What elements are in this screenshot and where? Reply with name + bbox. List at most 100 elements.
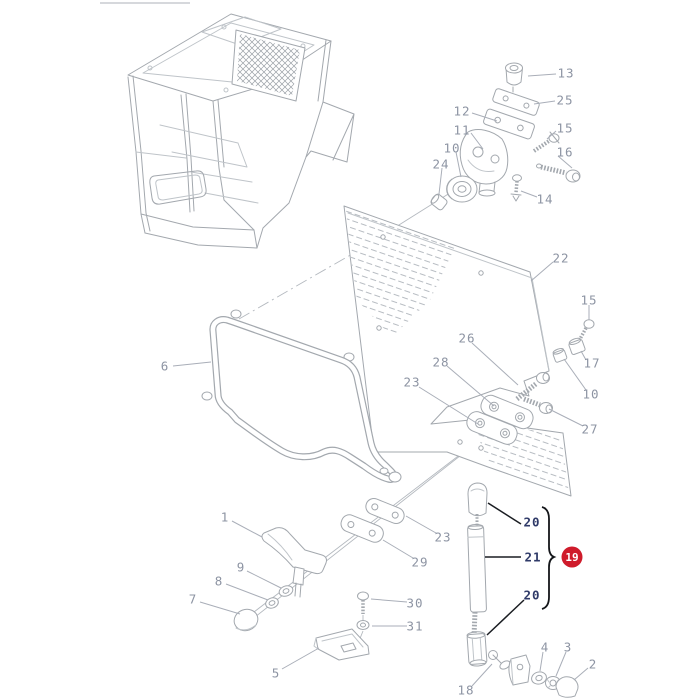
right-fasteners xyxy=(552,319,595,363)
screw-14 xyxy=(510,174,522,202)
knob-7 xyxy=(233,608,259,632)
leader-line-3 xyxy=(555,651,567,677)
callout-30-bolt: 30 xyxy=(370,596,423,611)
callout-label-26: 26 xyxy=(458,331,475,346)
leader-line-11 xyxy=(470,132,484,150)
callout-16-bolt-long: 16 xyxy=(556,145,573,169)
hinge-cluster xyxy=(430,62,581,211)
callout-28-link-plate-upper: 28 xyxy=(432,355,495,407)
leader-line-2 xyxy=(573,667,589,681)
bolt-26 xyxy=(515,372,550,401)
plate-25 xyxy=(492,88,540,116)
strut-end-fitting-bottom xyxy=(466,631,488,667)
leader-line-8 xyxy=(225,583,269,601)
callout-14-screw-small: 14 xyxy=(520,190,553,207)
callout-2-cap: 2 xyxy=(573,657,596,681)
link-plate-23 xyxy=(466,411,518,445)
callout-9-washer: 9 xyxy=(237,560,282,589)
leader-line-30 xyxy=(370,598,408,603)
callout-29-plate: 29 xyxy=(382,539,428,570)
leader-line-24 xyxy=(438,167,443,195)
leader-line-9 xyxy=(246,570,282,589)
leader-line-25 xyxy=(533,100,556,105)
callout-22-rear-glass: 22 xyxy=(530,251,569,282)
leader-line-20 xyxy=(487,502,522,525)
leader-line-7 xyxy=(199,601,241,615)
cap-2 xyxy=(555,676,579,698)
callout-label-27: 27 xyxy=(581,422,598,437)
callout-label-15: 15 xyxy=(580,293,597,308)
callout-8-nut: 8 xyxy=(215,574,269,601)
callout-label-30: 30 xyxy=(406,596,423,611)
callout-17-cap-nut: 17 xyxy=(580,350,600,371)
callout-label-3: 3 xyxy=(564,640,573,655)
plate-23-bl xyxy=(365,498,405,524)
callout-label-18: 18 xyxy=(457,683,474,698)
callout-label-29: 29 xyxy=(411,555,428,570)
bushing-24 xyxy=(430,193,448,211)
leader-line-10 xyxy=(455,151,462,178)
cap-nut-17 xyxy=(568,337,586,355)
callout-label-13: 13 xyxy=(557,66,574,81)
callout-label-10: 10 xyxy=(582,387,599,402)
leader-line-4 xyxy=(539,651,544,672)
hinge-bracket-11 xyxy=(459,129,509,197)
callout-26-bolt-link: 26 xyxy=(458,331,519,386)
striker-5 xyxy=(313,628,370,661)
callout-7-knob: 7 xyxy=(189,592,241,615)
callout-18-ball-stud: 18 xyxy=(457,663,493,698)
callout-label-20: 20 xyxy=(523,515,540,530)
leader-line-28 xyxy=(446,365,495,407)
cap-plug-13 xyxy=(505,62,523,93)
callout-25-upper-plate: 25 xyxy=(533,93,573,108)
strut-body-21 xyxy=(467,524,487,613)
callout-20-strut-end-top: 20 xyxy=(487,502,540,530)
callout-label-15: 15 xyxy=(556,121,573,136)
callout-label-21: 21 xyxy=(524,550,541,565)
plate-29 xyxy=(340,514,384,543)
callout-23-link-plate-lower: 23 xyxy=(403,375,479,425)
leader-line-12 xyxy=(471,112,498,122)
callout-label-1: 1 xyxy=(221,510,230,525)
callout-13-cap-plug: 13 xyxy=(527,66,574,81)
angle-bracket-18 xyxy=(508,654,531,686)
strut-end-fitting-top xyxy=(467,482,488,517)
callout-24-bushing: 24 xyxy=(432,157,449,195)
callout-label-25: 25 xyxy=(556,93,573,108)
leader-line-13 xyxy=(527,73,557,77)
callout-4-washer-small: 4 xyxy=(539,640,548,672)
leader-line-6 xyxy=(172,361,212,367)
leader-line-20 xyxy=(486,599,525,636)
callout-label-31: 31 xyxy=(406,619,423,634)
callout-label-14: 14 xyxy=(536,192,553,207)
roller-10 xyxy=(446,175,478,203)
group-brace xyxy=(541,506,557,610)
callout-12-hinge-plate: 12 xyxy=(453,104,498,122)
callout-15-screw-right: 15 xyxy=(580,293,597,320)
leader-line-22 xyxy=(530,261,554,282)
leader-line-15 xyxy=(546,130,557,140)
callout-27-bolt-short: 27 xyxy=(548,408,598,437)
callout-3-nut-small: 3 xyxy=(555,640,573,677)
washer-4 xyxy=(531,671,547,685)
callout-label-23: 23 xyxy=(434,530,451,545)
ball-stud-18 xyxy=(488,650,511,670)
nut-8 xyxy=(265,597,279,609)
callout-label-9: 9 xyxy=(237,560,246,575)
latch-handle-1 xyxy=(261,527,327,598)
callout-label-16: 16 xyxy=(556,145,573,160)
highlight-callout-19[interactable]: 19 xyxy=(561,546,583,568)
callout-label-8: 8 xyxy=(215,574,224,589)
callout-label-5: 5 xyxy=(272,666,281,681)
plate-12 xyxy=(483,108,535,140)
callout-20-strut-end-bottom: 20 xyxy=(486,588,540,636)
callout-label-20: 20 xyxy=(523,588,540,603)
gas-strut-assembly xyxy=(466,482,531,686)
callout-label-12: 12 xyxy=(453,104,470,119)
leader-line-16 xyxy=(557,155,573,169)
bolt-27 xyxy=(523,396,553,414)
bolt-30 xyxy=(357,591,369,614)
callout-1-latch-handle: 1 xyxy=(221,510,263,538)
